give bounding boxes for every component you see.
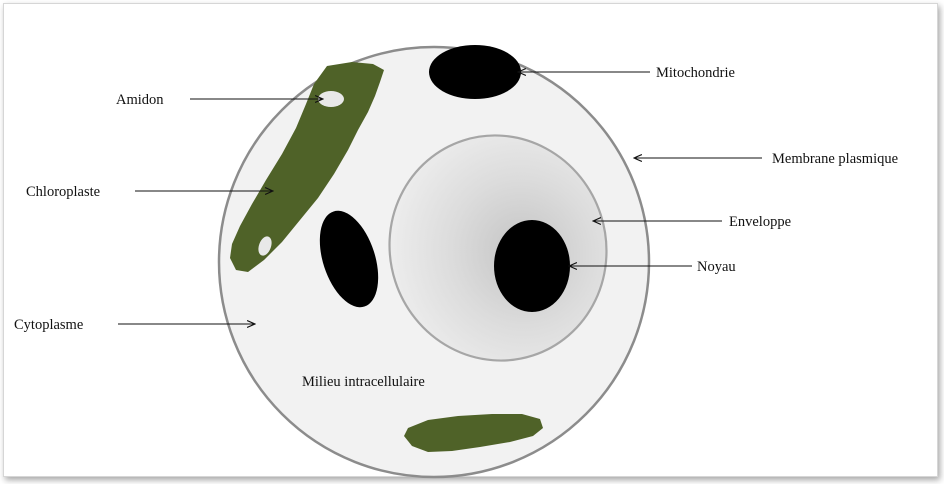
label-milieu-intracellulaire: Milieu intracellulaire [302,374,425,390]
nucleus [494,220,570,312]
label-cytoplasme: Cytoplasme [14,317,83,333]
label-chloroplaste: Chloroplaste [26,184,100,200]
mitochondrion-top [429,45,521,99]
label-membrane-plasmique: Membrane plasmique [772,151,898,167]
label-amidon: Amidon [116,92,164,108]
label-mitochondrie: Mitochondrie [656,65,735,81]
label-enveloppe: Enveloppe [729,214,791,230]
label-noyau: Noyau [697,259,736,275]
